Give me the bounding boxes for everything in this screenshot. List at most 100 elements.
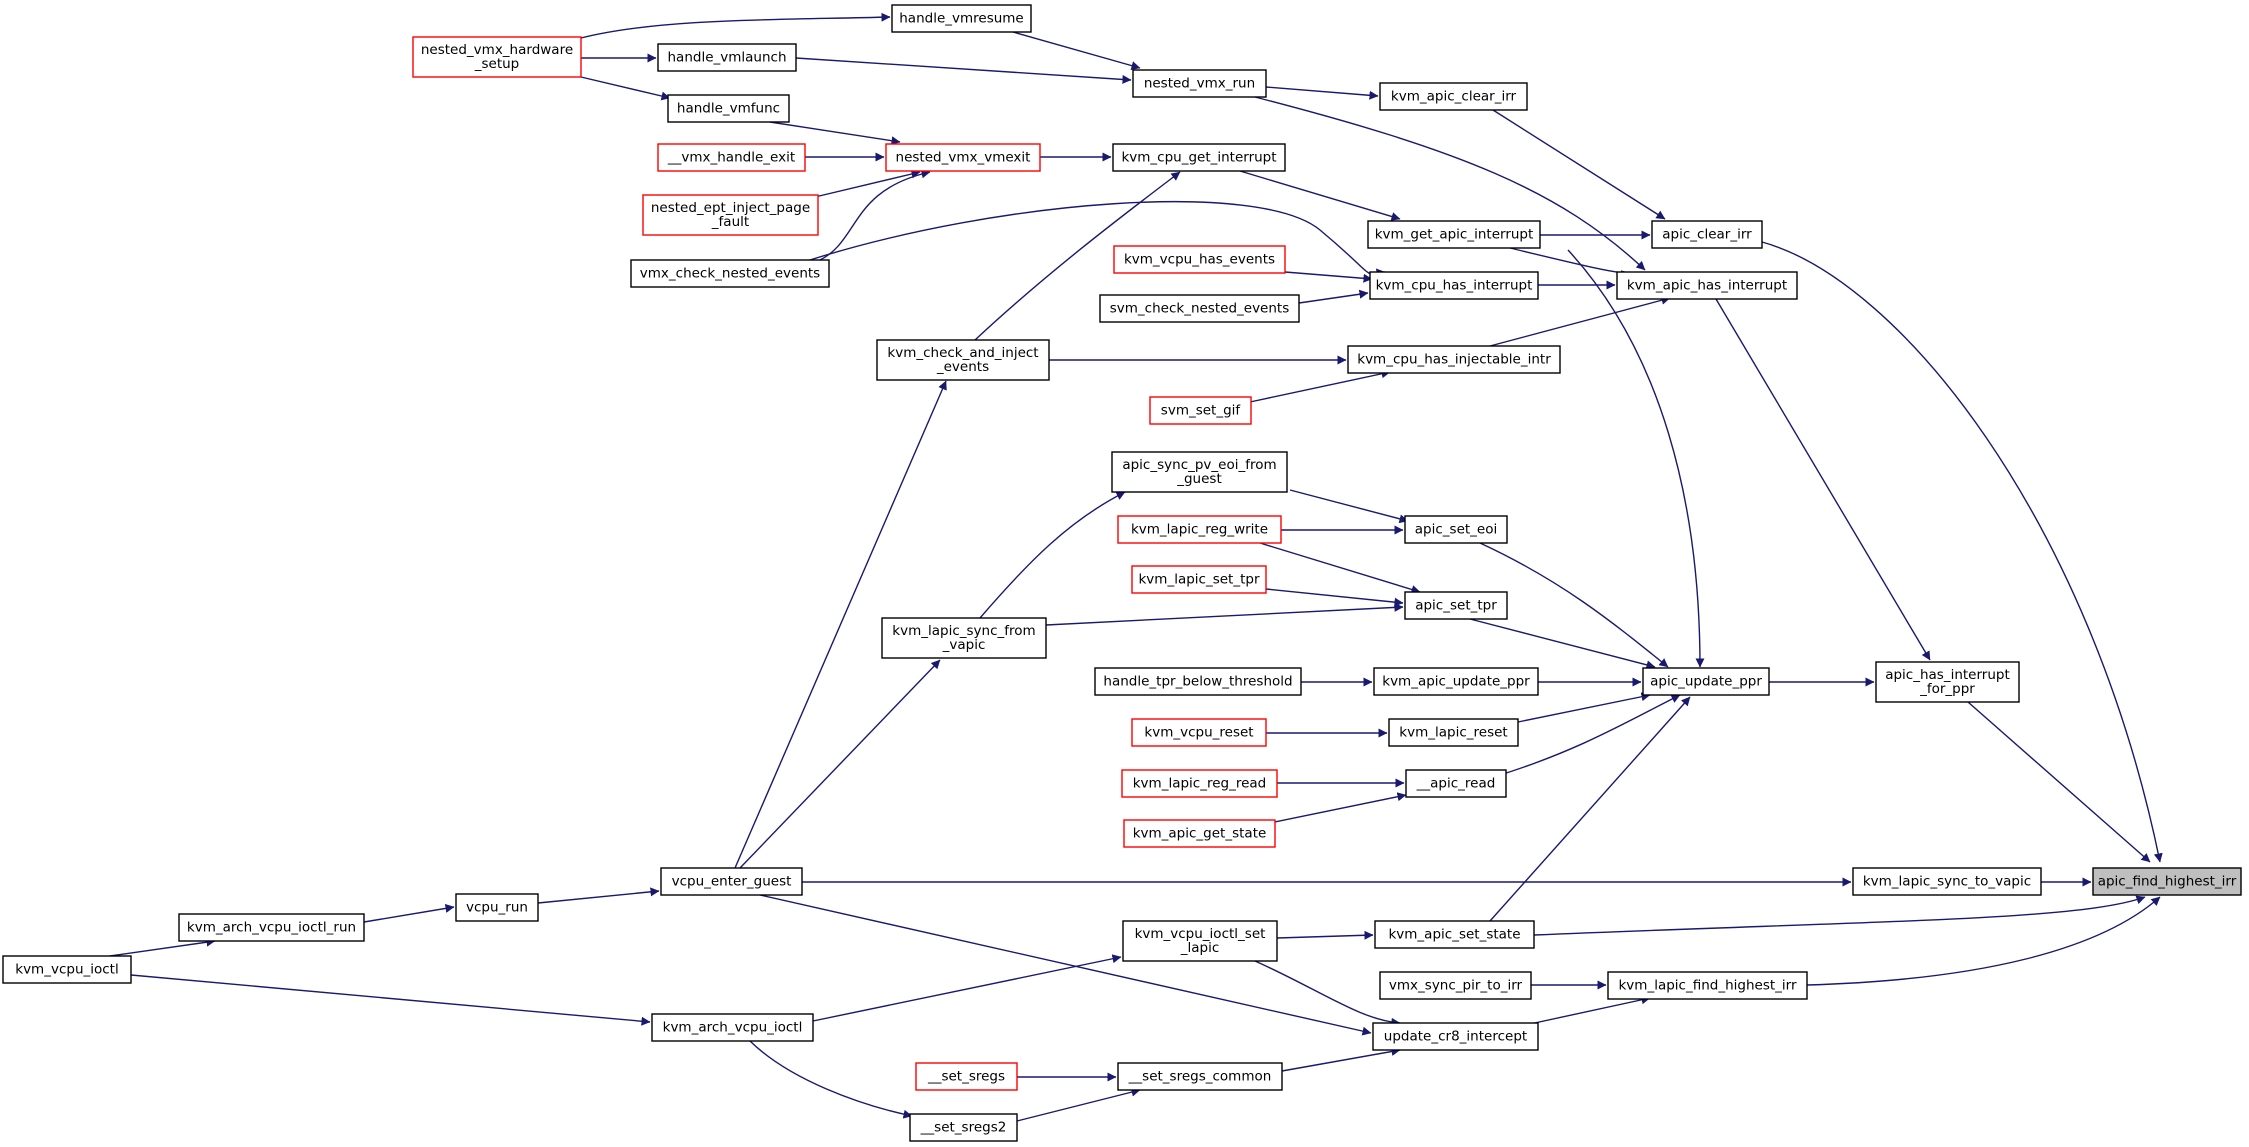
node-svm_set_gif[interactable]: svm_set_gif <box>1149 396 1252 425</box>
node-nested_vmx_hardware_setup[interactable]: nested_vmx_hardware_setup <box>412 36 582 78</box>
node-kvm_apic_set_state[interactable]: kvm_apic_set_state <box>1374 920 1535 949</box>
node-box <box>1405 769 1507 798</box>
node-kvm_apic_has_interrupt[interactable]: kvm_apic_has_interrupt <box>1616 271 1798 300</box>
edge-kvm_get_apic_interrupt-to-apic_update_ppr <box>1567 249 1705 668</box>
node-kvm_arch_vcpu_ioctl[interactable]: kvm_arch_vcpu_ioctl <box>651 1013 814 1042</box>
node-label: kvm_vcpu_has_events <box>1124 252 1275 268</box>
node-kvm_cpu_get_interrupt[interactable]: kvm_cpu_get_interrupt <box>1112 143 1286 172</box>
node-label: kvm_lapic_reg_read <box>1133 776 1267 792</box>
node-kvm_get_apic_interrupt[interactable]: kvm_get_apic_interrupt <box>1367 220 1541 249</box>
node-vcpu_enter_guest[interactable]: vcpu_enter_guest <box>660 867 803 896</box>
node-apic_find_highest_irr[interactable]: apic_find_highest_irr <box>2092 867 2242 896</box>
node-kvm_cpu_has_interrupt[interactable]: kvm_cpu_has_interrupt <box>1369 271 1539 300</box>
node-label: vmx_sync_pir_to_irr <box>1389 978 1523 994</box>
node-kvm_check_and_inject_events[interactable]: kvm_check_and_inject_events <box>876 339 1050 381</box>
edge-kvm_apic_set_state-to-apic_update_ppr <box>1489 696 1691 922</box>
node-label: _guest <box>1176 471 1222 487</box>
node-box <box>915 1062 1018 1091</box>
node-nested_vmx_vmexit[interactable]: nested_vmx_vmexit <box>885 143 1041 172</box>
node-kvm_lapic_sync_from_vapic[interactable]: kvm_lapic_sync_from_vapic <box>881 617 1047 659</box>
edge-svm_check_nested_events-to-kvm_cpu_has_interrupt <box>1298 289 1369 304</box>
node-box <box>1379 971 1532 1000</box>
node-kvm_vcpu_ioctl[interactable]: kvm_vcpu_ioctl <box>2 955 132 984</box>
node-kvm_vcpu_has_events[interactable]: kvm_vcpu_has_events <box>1113 245 1286 274</box>
node-label: kvm_lapic_set_tpr <box>1138 572 1259 588</box>
node-apic_set_eoi[interactable]: apic_set_eoi <box>1404 515 1508 544</box>
edge-kvm_lapic_reset-to-apic_update_ppr <box>1517 692 1651 723</box>
node-kvm_lapic_find_highest_irr[interactable]: kvm_lapic_find_highest_irr <box>1607 971 1808 1000</box>
node-box <box>1367 220 1541 249</box>
node-box <box>642 194 819 236</box>
node-box <box>1374 920 1535 949</box>
edge-kvm_vcpu_ioctl_set_lapic-to-kvm_apic_set_state <box>1276 930 1374 940</box>
node-kvm_lapic_reset[interactable]: kvm_lapic_reset <box>1388 718 1519 747</box>
node-box <box>881 617 1047 659</box>
node-box <box>660 867 803 896</box>
node-label: handle_tpr_below_threshold <box>1103 674 1292 690</box>
node-kvm_lapic_set_tpr[interactable]: kvm_lapic_set_tpr <box>1131 565 1267 594</box>
node-vmx_check_nested_events[interactable]: vmx_check_nested_events <box>630 259 830 288</box>
node-box <box>2092 867 2242 896</box>
node-label: kvm_lapic_reset <box>1399 725 1507 741</box>
node-label: kvm_apic_clear_irr <box>1391 89 1517 105</box>
node-vmx_sync_pir_to_irr[interactable]: vmx_sync_pir_to_irr <box>1379 971 1532 1000</box>
node-kvm_vcpu_reset[interactable]: kvm_vcpu_reset <box>1131 718 1267 747</box>
node-kvm_cpu_has_injectable_intr[interactable]: kvm_cpu_has_injectable_intr <box>1347 345 1561 374</box>
node-label: kvm_vcpu_ioctl_set <box>1135 926 1266 942</box>
node-set_sregs_common[interactable]: __set_sregs_common <box>1117 1062 1283 1091</box>
node-update_cr8_intercept[interactable]: update_cr8_intercept <box>1372 1022 1539 1051</box>
edge-kvm_lapic_sync_from_vapic-to-apic_set_tpr <box>1045 602 1404 626</box>
node-vmx_handle_exit[interactable]: __vmx_handle_exit <box>657 143 806 172</box>
node-label: __set_sregs_common <box>1128 1069 1272 1085</box>
edge-kvm_lapic_set_tpr-to-apic_set_tpr <box>1265 588 1404 607</box>
node-kvm_apic_get_state[interactable]: kvm_apic_get_state <box>1123 819 1276 848</box>
node-kvm_apic_update_ppr[interactable]: kvm_apic_update_ppr <box>1373 667 1539 696</box>
node-set_sregs[interactable]: __set_sregs <box>915 1062 1018 1091</box>
node-box <box>1131 718 1267 747</box>
node-box <box>1372 1022 1539 1051</box>
node-kvm_vcpu_ioctl_set_lapic[interactable]: kvm_vcpu_ioctl_set_lapic <box>1122 920 1278 962</box>
edge-kvm_vcpu_ioctl-to-kvm_arch_vcpu_ioctl <box>130 974 651 1026</box>
node-label: apic_set_tpr <box>1415 598 1497 614</box>
node-box <box>1347 345 1561 374</box>
edge-kvm_apic_get_state-to-apic_read <box>1269 792 1407 824</box>
node-apic_set_tpr[interactable]: apic_set_tpr <box>1404 591 1508 620</box>
edge-nested_vmx_run-to-kvm_apic_has_interrupt <box>1254 96 1646 271</box>
node-nested_ept_inject_page_fault[interactable]: nested_ept_inject_page_fault <box>642 194 819 236</box>
node-handle_vmresume[interactable]: handle_vmresume <box>891 4 1032 33</box>
node-box <box>2 955 132 984</box>
edge-kvm_apic_has_interrupt-to-apic_has_interrupt_for_ppr <box>1715 298 1931 661</box>
edges-layer <box>109 12 2163 1122</box>
node-label: nested_vmx_run <box>1144 76 1255 92</box>
node-kvm_apic_clear_irr[interactable]: kvm_apic_clear_irr <box>1379 82 1528 111</box>
node-box <box>657 43 797 72</box>
node-label: apic_has_interrupt <box>1885 667 2010 683</box>
node-label: kvm_arch_vcpu_ioctl <box>663 1020 803 1036</box>
node-apic_update_ppr[interactable]: apic_update_ppr <box>1642 667 1770 696</box>
node-apic_clear_irr[interactable]: apic_clear_irr <box>1651 220 1763 249</box>
edge-kvm_arch_vcpu_ioctl-to-set_sregs2 <box>749 1040 913 1119</box>
node-vcpu_run[interactable]: vcpu_run <box>455 893 539 922</box>
node-svm_check_nested_events[interactable]: svm_check_nested_events <box>1099 294 1300 323</box>
node-apic_sync_pv_eoi_from_guest[interactable]: apic_sync_pv_eoi_from_guest <box>1111 451 1288 493</box>
node-kvm_arch_vcpu_ioctl_run[interactable]: kvm_arch_vcpu_ioctl_run <box>178 913 365 942</box>
edge-nested_ept_inject_page_fault-to-nested_vmx_vmexit <box>814 169 921 198</box>
edge-handle_vmfunc-to-nested_vmx_vmexit <box>769 121 901 146</box>
edge-apic_set_tpr-to-apic_update_ppr <box>1469 618 1656 670</box>
node-kvm_lapic_reg_write[interactable]: kvm_lapic_reg_write <box>1117 515 1282 544</box>
node-box <box>1875 661 2020 703</box>
edge-update_cr8_intercept-to-kvm_lapic_find_highest_irr <box>1529 995 1651 1025</box>
node-box <box>1642 667 1770 696</box>
node-label: kvm_vcpu_reset <box>1144 725 1253 741</box>
edge-handle_vmlaunch-to-nested_vmx_run <box>795 57 1132 84</box>
node-label: __vmx_handle_exit <box>667 150 795 166</box>
node-nested_vmx_run[interactable]: nested_vmx_run <box>1132 69 1267 98</box>
node-handle_vmlaunch[interactable]: handle_vmlaunch <box>657 43 797 72</box>
node-apic_has_interrupt_for_ppr[interactable]: apic_has_interrupt_for_ppr <box>1875 661 2020 703</box>
node-handle_tpr_below_threshold[interactable]: handle_tpr_below_threshold <box>1094 667 1302 696</box>
node-kvm_lapic_sync_to_vapic[interactable]: kvm_lapic_sync_to_vapic <box>1852 867 2042 896</box>
node-set_sregs2[interactable]: __set_sregs2 <box>909 1113 1018 1142</box>
node-apic_read[interactable]: __apic_read <box>1405 769 1507 798</box>
node-kvm_lapic_reg_read[interactable]: kvm_lapic_reg_read <box>1121 769 1278 798</box>
node-handle_vmfunc[interactable]: handle_vmfunc <box>667 94 790 123</box>
